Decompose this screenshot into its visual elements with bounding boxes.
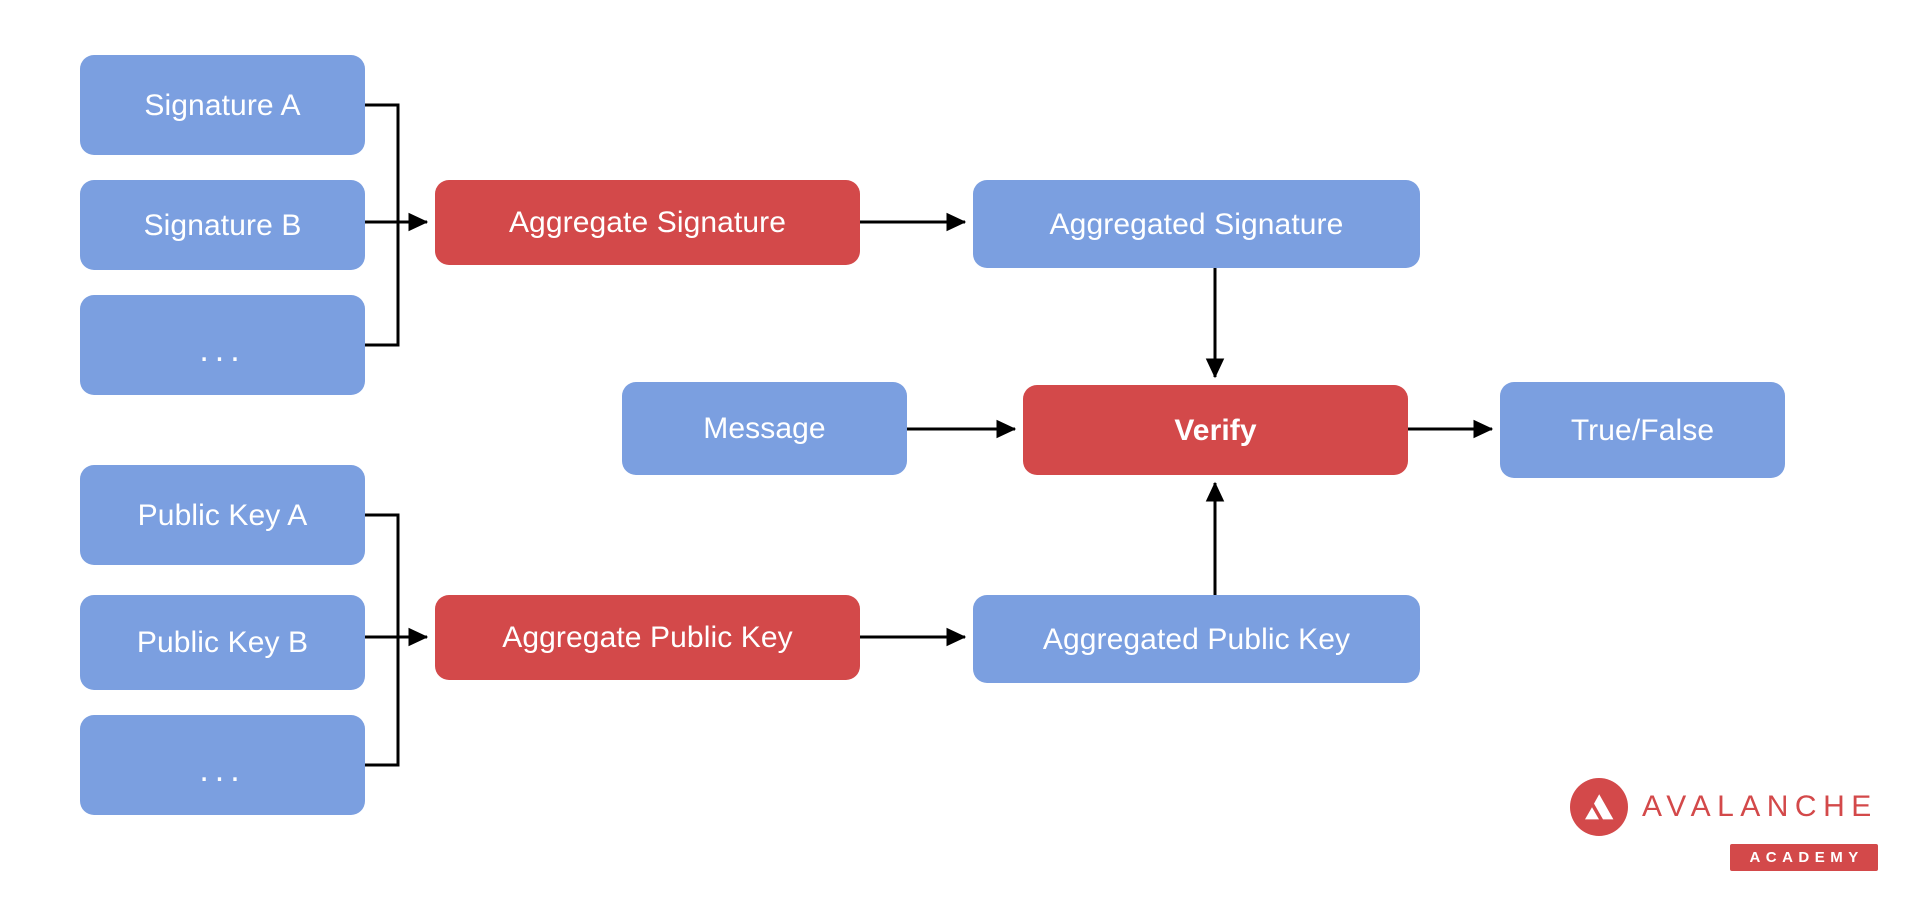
node-label: ... [199,751,246,790]
node-aggregate-signature[interactable]: Aggregate Signature [435,180,860,265]
node-label: Signature B [143,208,302,242]
logo-wordmark: AVALANCHE [1642,790,1878,823]
node-signature-a[interactable]: Signature A [80,55,365,155]
edge-public-key-a-to-aggregate [365,513,400,637]
node-label: True/False [1570,413,1715,447]
node-label: Aggregate Public Key [502,621,793,654]
node-aggregate-public-key[interactable]: Aggregate Public Key [435,595,860,680]
logo-subtitle: ACADEMY [1730,844,1878,871]
node-message[interactable]: Message [622,382,907,475]
node-true-false[interactable]: True/False [1500,382,1785,478]
node-aggregated-signature[interactable]: Aggregated Signature [973,180,1420,268]
node-label: Aggregated Public Key [1042,622,1351,656]
node-label: Aggregate Signature [508,206,787,239]
node-public-key-more[interactable]: ... [80,715,365,815]
node-signature-b[interactable]: Signature B [80,180,365,270]
node-label: Verify [1174,413,1257,447]
node-label: Message [703,412,826,445]
node-verify[interactable]: Verify [1023,385,1408,475]
node-label: Public Key B [136,626,309,659]
node-aggregated-public-key[interactable]: Aggregated Public Key [973,595,1420,683]
edge-signature-a-to-aggregate [365,103,400,222]
node-label: ... [199,331,246,370]
node-signature-more[interactable]: ... [80,295,365,395]
node-public-key-a[interactable]: Public Key A [80,465,365,565]
node-public-key-b[interactable]: Public Key B [80,595,365,690]
edge-public-key-more-to-aggregate [365,637,400,767]
node-label: Aggregated Signature [1049,207,1344,241]
node-label: Signature A [144,88,301,122]
avalanche-triangle-icon [1570,778,1628,836]
avalanche-academy-logo: AVALANCHE ACADEMY [1570,778,1878,871]
edge-signature-more-to-aggregate [365,222,400,347]
node-label: Public Key A [137,498,308,532]
